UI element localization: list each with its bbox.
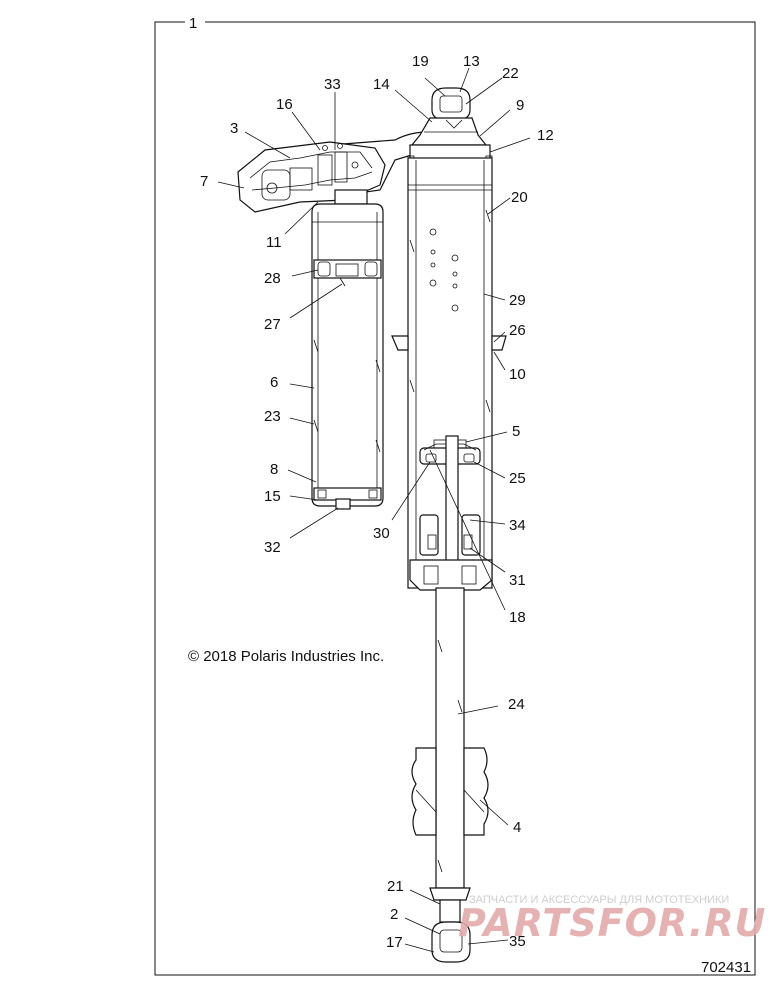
callout-28: 28 xyxy=(264,270,281,287)
callout-30: 30 xyxy=(373,525,390,542)
callout-13: 13 xyxy=(463,53,480,70)
callout-33: 33 xyxy=(324,76,341,93)
callout-7: 7 xyxy=(200,173,208,190)
callout-22: 22 xyxy=(502,65,519,82)
callout-1: 1 xyxy=(189,15,197,32)
callout-5: 5 xyxy=(512,423,520,440)
callouts: 1 19 13 22 14 33 16 9 3 12 7 20 11 28 29… xyxy=(189,15,554,951)
callout-3: 3 xyxy=(230,120,238,137)
callout-18: 18 xyxy=(509,609,526,626)
callout-27: 27 xyxy=(264,316,281,333)
callout-35: 35 xyxy=(509,933,526,950)
callout-26: 26 xyxy=(509,322,526,339)
callout-16: 16 xyxy=(276,96,293,113)
callout-14: 14 xyxy=(373,76,390,93)
callout-4: 4 xyxy=(513,819,521,836)
diagram-number: 702431 xyxy=(701,959,751,976)
callout-17: 17 xyxy=(386,934,403,951)
callout-32: 32 xyxy=(264,539,281,556)
callout-31: 31 xyxy=(509,572,526,589)
callout-21: 21 xyxy=(387,878,404,895)
shaft-assembly xyxy=(411,587,489,963)
callout-10: 10 xyxy=(509,366,526,383)
assembly-frame xyxy=(154,21,756,976)
callout-8: 8 xyxy=(270,461,278,478)
callout-12: 12 xyxy=(537,127,554,144)
callout-29: 29 xyxy=(509,292,526,309)
callout-25: 25 xyxy=(509,470,526,487)
callout-23: 23 xyxy=(264,408,281,425)
reservoir xyxy=(237,131,429,510)
main-body xyxy=(391,87,507,591)
copyright-notice: © 2018 Polaris Industries Inc. xyxy=(188,648,384,665)
leader-lines xyxy=(217,67,531,953)
callout-6: 6 xyxy=(270,374,278,391)
callout-34: 34 xyxy=(509,517,526,534)
callout-24: 24 xyxy=(508,696,525,713)
watermark-logo: PARTSFOR.RU xyxy=(458,901,766,945)
callout-15: 15 xyxy=(264,488,281,505)
callout-2: 2 xyxy=(390,906,398,923)
watermark-tagline: ЗАПЧАСТИ И АКСЕССУАРЫ ДЛЯ МОТОТЕХНИКИ xyxy=(469,894,729,906)
callout-20: 20 xyxy=(511,189,528,206)
watermark: ЗАПЧАСТИ И АКСЕССУАРЫ ДЛЯ МОТОТЕХНИКИ PA… xyxy=(458,894,766,945)
callout-19: 19 xyxy=(412,53,429,70)
callout-9: 9 xyxy=(516,97,524,114)
callout-11: 11 xyxy=(266,234,282,251)
